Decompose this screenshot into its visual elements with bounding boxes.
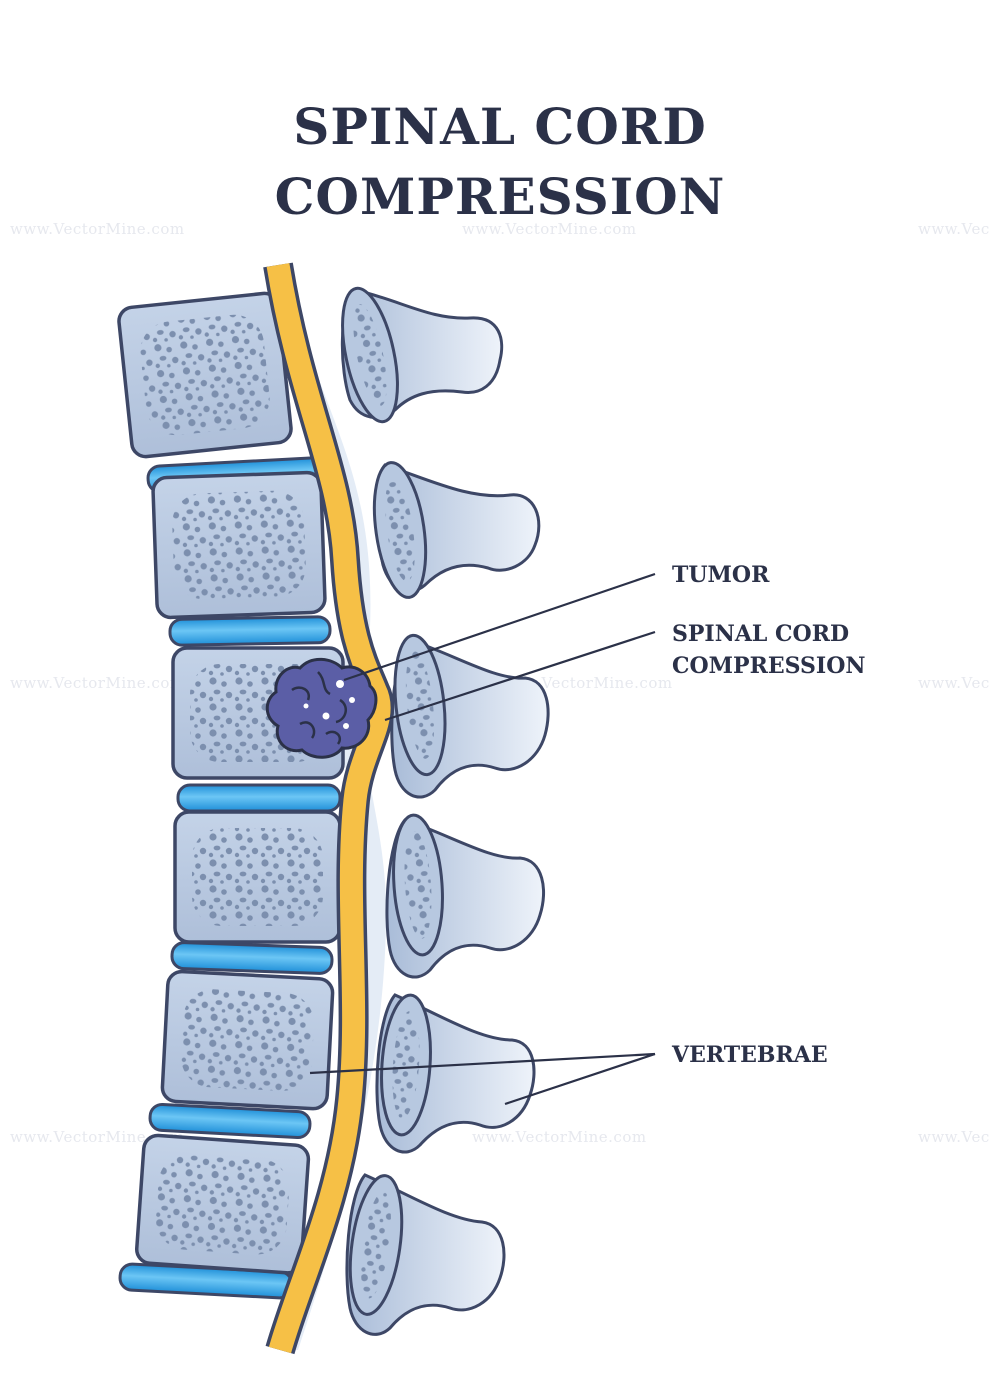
- watermark: www.VectorMine.com: [10, 1128, 185, 1146]
- title-line-1: SPINAL CORD: [293, 97, 707, 156]
- label-tumor: TUMOR: [672, 562, 770, 588]
- watermark-cut: www.Vec: [918, 674, 990, 692]
- disc: [168, 615, 332, 647]
- tumor-mass: [265, 657, 378, 759]
- watermark: www.VectorMine.com: [10, 220, 185, 238]
- vertebral-body: [173, 810, 342, 944]
- watermark-cut: www.Vec: [918, 1128, 990, 1146]
- label-vertebrae: VERTEBRAE: [672, 1042, 828, 1068]
- label-compression-line-2: COMPRESSION: [672, 653, 866, 679]
- vertebral-process: [375, 993, 536, 1154]
- vertebral-body: [151, 470, 327, 620]
- leader-vertebrae-body: [309, 1052, 656, 1075]
- vertebral-body: [134, 1133, 311, 1275]
- leader-compression: [384, 630, 656, 722]
- leader-lines: [309, 572, 656, 1106]
- vertebral-process: [385, 813, 545, 979]
- vertebral-process: [340, 286, 504, 424]
- vertebral-process: [345, 1173, 506, 1336]
- watermark: www.VectorMine.com: [462, 220, 637, 238]
- disc: [148, 1102, 312, 1140]
- label-compression-line-1: SPINAL CORD: [672, 621, 850, 647]
- vertebral-body: [117, 291, 293, 459]
- watermark-cut: www.Vec: [918, 220, 990, 238]
- disc: [170, 941, 334, 975]
- watermark: www.VectorMine.com: [472, 1128, 647, 1146]
- title-line-2: COMPRESSION: [274, 167, 726, 226]
- disc: [176, 783, 342, 813]
- leader-tumor: [343, 572, 656, 682]
- vertebral-body: [160, 969, 335, 1111]
- leader-vertebrae-process: [504, 1052, 656, 1106]
- vertebral-bodies: [117, 291, 345, 1275]
- watermark: www.VectorMine.com: [10, 674, 185, 692]
- vertebral-process: [372, 461, 541, 599]
- diagram-title: SPINAL CORD COMPRESSION: [0, 92, 1000, 232]
